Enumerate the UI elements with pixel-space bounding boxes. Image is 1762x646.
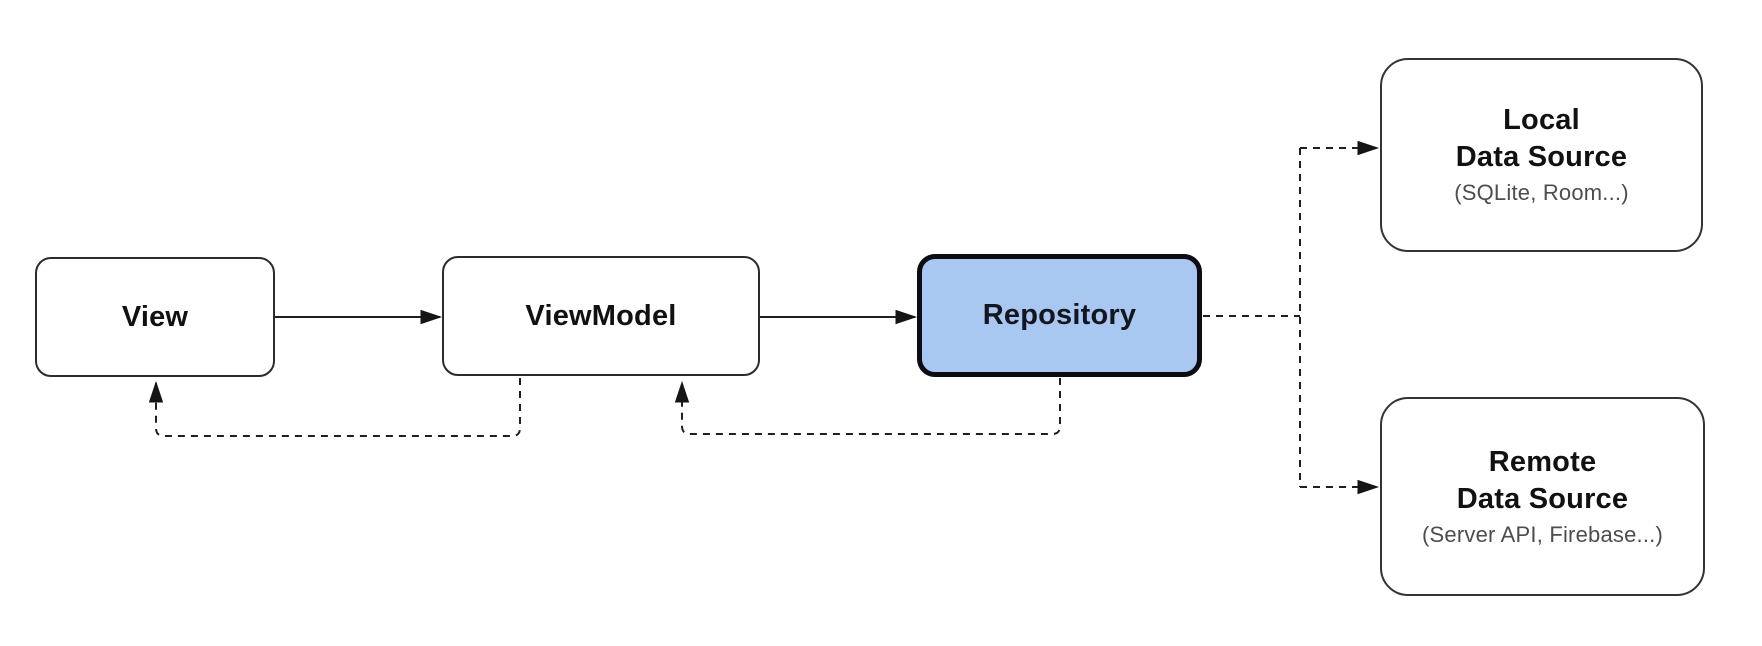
node-local-data-source-sublabel: (SQLite, Room...)	[1454, 180, 1629, 205]
node-local-data-source-title-line2: Data Source	[1455, 141, 1628, 173]
node-local-data-source-title-line1: Local	[1503, 104, 1580, 136]
node-remote-data-source-title-line1: Remote	[1488, 445, 1597, 478]
node-remote-data-source-sublabel: (Server API, Firebase...)	[1422, 521, 1663, 547]
node-view-label: View	[121, 300, 189, 333]
node-remote-data-source: Remote Data Source (Server API, Firebase…	[1380, 397, 1705, 596]
connector-viewmodel-to-view-feedback	[156, 378, 521, 437]
node-repository: Repository	[917, 254, 1202, 377]
node-view: View	[35, 257, 275, 377]
node-repository-label: Repository	[982, 299, 1137, 331]
node-local-data-source: Local Data Source (SQLite, Room...)	[1380, 58, 1703, 252]
node-viewmodel: ViewModel	[442, 256, 760, 376]
node-viewmodel-label: ViewModel	[525, 299, 677, 332]
node-remote-data-source-title-line2: Data Source	[1456, 482, 1629, 515]
connector-repository-to-viewmodel-feedback	[682, 378, 1061, 435]
